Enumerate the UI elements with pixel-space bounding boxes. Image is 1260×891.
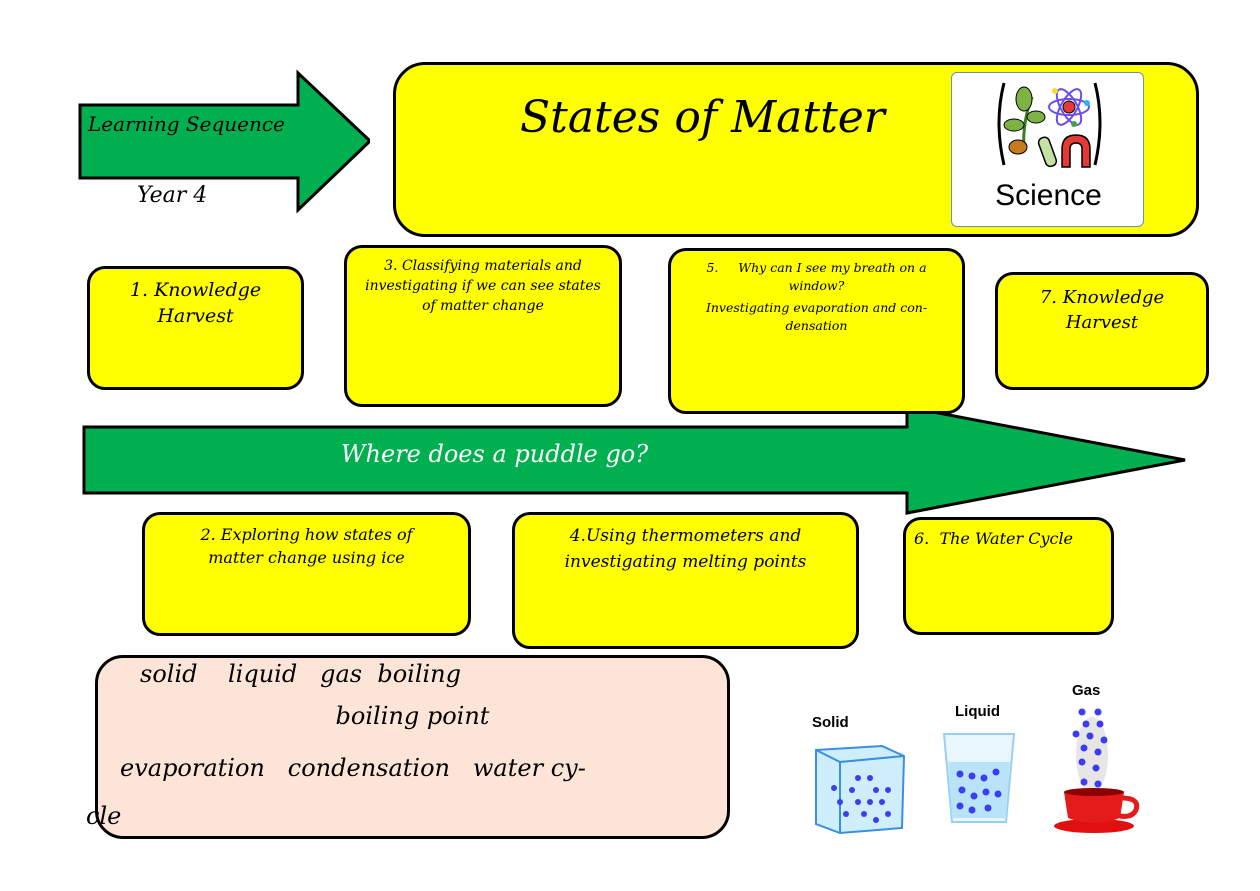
- lesson-card-7: 7. Knowledge Harvest: [995, 272, 1209, 390]
- vocabulary-box: [95, 655, 730, 839]
- lesson-card-1: 1. Knowledge Harvest: [87, 266, 304, 390]
- lesson-6-number: 6.: [914, 529, 930, 548]
- gas-label: Gas: [1072, 682, 1101, 699]
- lesson-7-number: 7.: [1039, 287, 1058, 308]
- ice-cube-icon: [815, 744, 906, 835]
- vocabulary-line-4: cle: [86, 802, 122, 830]
- main-journey-arrow: [82, 405, 1186, 515]
- teacup-steam-icon: [1054, 708, 1140, 833]
- learning-sequence-label: Learning Sequence: [88, 112, 285, 136]
- learning-sequence-arrow: [78, 69, 370, 214]
- vocabulary-line-1: solid liquid gas boiling: [140, 660, 461, 688]
- science-icon: [997, 82, 1102, 168]
- lesson-card-4: 4.Using thermometers and investigating m…: [512, 512, 859, 649]
- lesson-5-subtitle: Investigating evaporation and con-densat…: [705, 300, 928, 333]
- lesson-7-title: Knowledge Harvest: [1062, 287, 1165, 333]
- lesson-card-6: 6. The Water Cycle: [903, 517, 1114, 635]
- lesson-3-title: Classifying materials and investigating …: [365, 258, 601, 314]
- vocabulary-line-3: evaporation condensation water cy-: [120, 754, 586, 782]
- lesson-2-title: Exploring how states of matter change us…: [208, 525, 413, 567]
- vocabulary-line-2: boiling point: [335, 702, 490, 730]
- lesson-1-number: 1.: [129, 279, 149, 301]
- page-title: States of Matter: [520, 92, 885, 143]
- lesson-4-number: 4.: [569, 526, 586, 546]
- lesson-card-5: 5. Why can I see my breath on a window? …: [668, 248, 965, 414]
- lesson-5-title: Why can I see my breath on a window?: [738, 260, 927, 293]
- year-label: Year 4: [137, 183, 208, 208]
- main-arrow-label: Where does a puddle go?: [340, 440, 649, 468]
- science-badge: Science: [951, 72, 1144, 227]
- liquid-label: Liquid: [955, 703, 1000, 720]
- lesson-5-number: 5.: [706, 260, 719, 275]
- lesson-2-number: 2.: [200, 525, 216, 544]
- lesson-card-2: 2. Exploring how states of matter change…: [142, 512, 471, 636]
- science-badge-label: Science: [995, 179, 1102, 212]
- lesson-4-title: Using thermometers and investigating mel…: [564, 526, 807, 572]
- lesson-1-title: Knowledge Harvest: [154, 279, 262, 327]
- lesson-6-title: The Water Cycle: [939, 529, 1074, 548]
- water-glass-icon: [942, 733, 1016, 823]
- lesson-3-number: 3.: [384, 258, 398, 274]
- solid-label: Solid: [812, 714, 849, 731]
- lesson-card-3: 3. Classifying materials and investigati…: [344, 245, 622, 407]
